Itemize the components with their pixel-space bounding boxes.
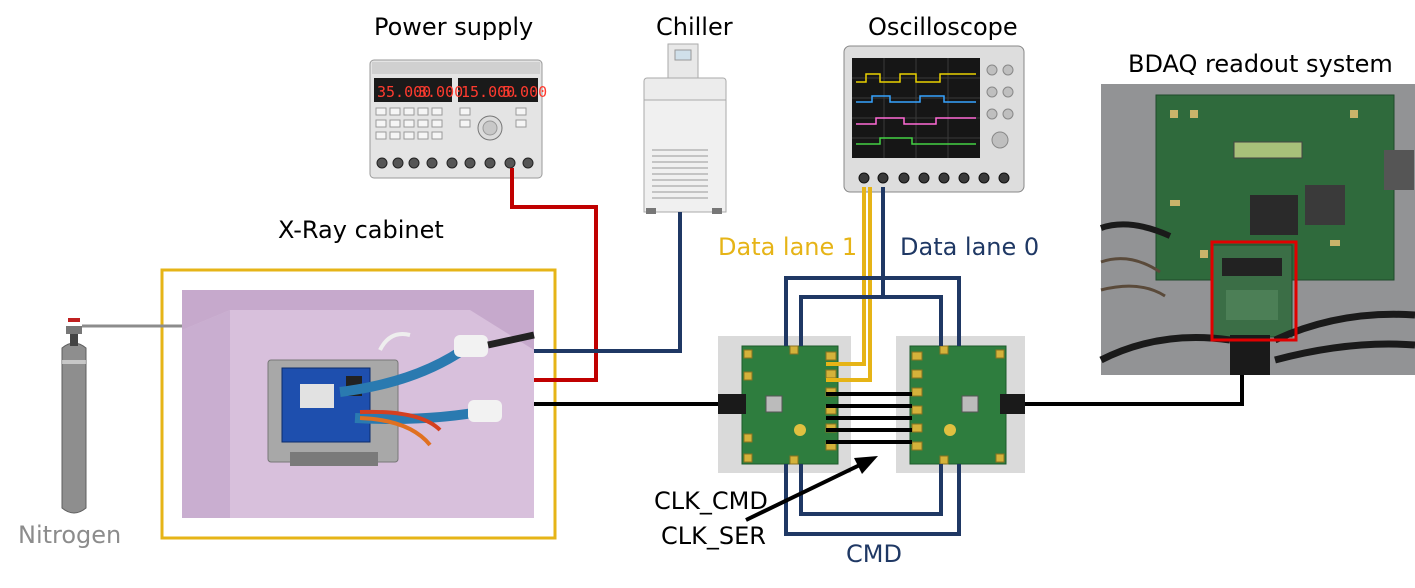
clk-cmd-label: CLK_CMD <box>654 487 768 515</box>
top-loop-inner <box>799 295 943 346</box>
nitrogen-label: Nitrogen <box>18 521 122 549</box>
data-lane-0-label: Data lane 0 <box>900 233 1040 261</box>
bdaq-board-photo <box>1099 84 1415 375</box>
adapter-board-right <box>896 336 1025 473</box>
chiller-line <box>534 212 682 353</box>
chiller-device <box>643 43 727 214</box>
clk-ser-label: CLK_SER <box>661 522 766 550</box>
oscilloscope-device <box>843 45 1025 193</box>
power-supply-label: Power supply <box>374 13 534 41</box>
oscilloscope-label: Oscilloscope <box>868 13 1018 41</box>
data-lane-1-line <box>826 187 866 366</box>
bdaq-highlight-box <box>1210 240 1298 342</box>
clk-lines <box>826 392 912 444</box>
power-supply-device: 35.000 3.000 15.000 5.000 <box>369 59 547 179</box>
ps-display-3: 15.000 <box>461 83 515 101</box>
chiller-label: Chiller <box>656 13 733 41</box>
clk-arrow <box>745 456 878 522</box>
cmd-loop-inner <box>799 464 943 516</box>
data-lane-1-label: Data lane 1 <box>718 233 858 261</box>
xray-cabinet-label: X-Ray cabinet <box>278 216 444 244</box>
cmd-label: CMD <box>846 540 902 568</box>
ps-display-4: 5.000 <box>502 83 547 101</box>
cmd-loop-outer <box>784 464 961 536</box>
bdaq-label: BDAQ readout system <box>1128 50 1393 78</box>
xray-setup-photo <box>182 290 535 518</box>
ps-display-2: 3.000 <box>418 83 463 101</box>
data-lane-1-line-b <box>826 187 872 382</box>
nitrogen-bottle <box>61 318 87 514</box>
signal-cable-bdaq <box>1025 375 1244 406</box>
top-loop-outer <box>784 276 961 346</box>
ps-display-1: 35.000 <box>377 83 431 101</box>
power-cable <box>510 168 598 382</box>
